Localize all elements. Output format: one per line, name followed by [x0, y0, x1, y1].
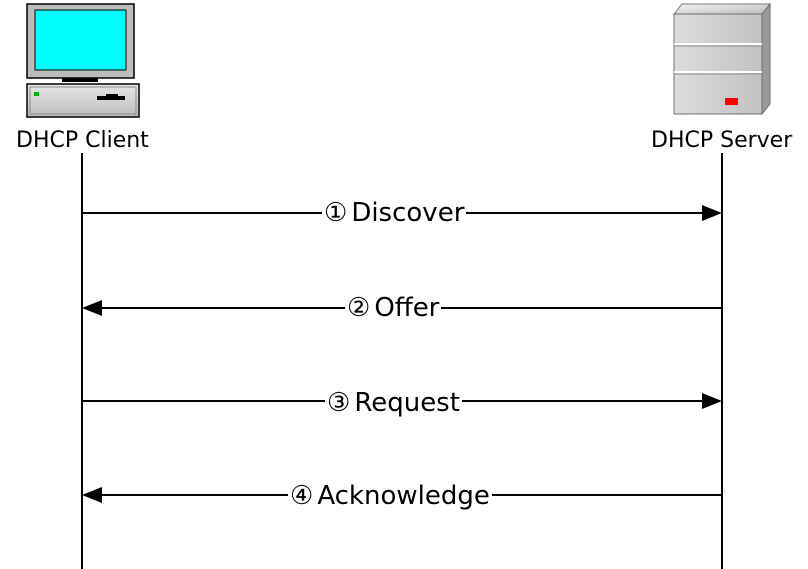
step-number: ④ [290, 481, 314, 511]
message-discover: ① Discover [322, 198, 467, 228]
message-acknowledge: ④ Acknowledge [288, 481, 492, 511]
server-led [725, 98, 738, 105]
power-led [34, 92, 39, 96]
client-label: DHCP Client [14, 128, 151, 153]
message-label: Offer [374, 293, 440, 323]
message-label: Acknowledge [317, 481, 490, 511]
server-label: DHCP Server [649, 128, 795, 153]
step-number: ① [324, 198, 348, 228]
drive-slot [97, 96, 125, 100]
step-number: ② [347, 293, 371, 323]
message-request: ③ Request [325, 388, 462, 418]
message-label: Request [354, 388, 460, 418]
message-label: Discover [351, 198, 465, 228]
message-offer: ② Offer [345, 293, 442, 323]
monitor-screen [34, 9, 127, 71]
server-tower-icon [672, 2, 772, 116]
step-number: ③ [327, 388, 351, 418]
desktop-computer-icon [26, 3, 140, 118]
